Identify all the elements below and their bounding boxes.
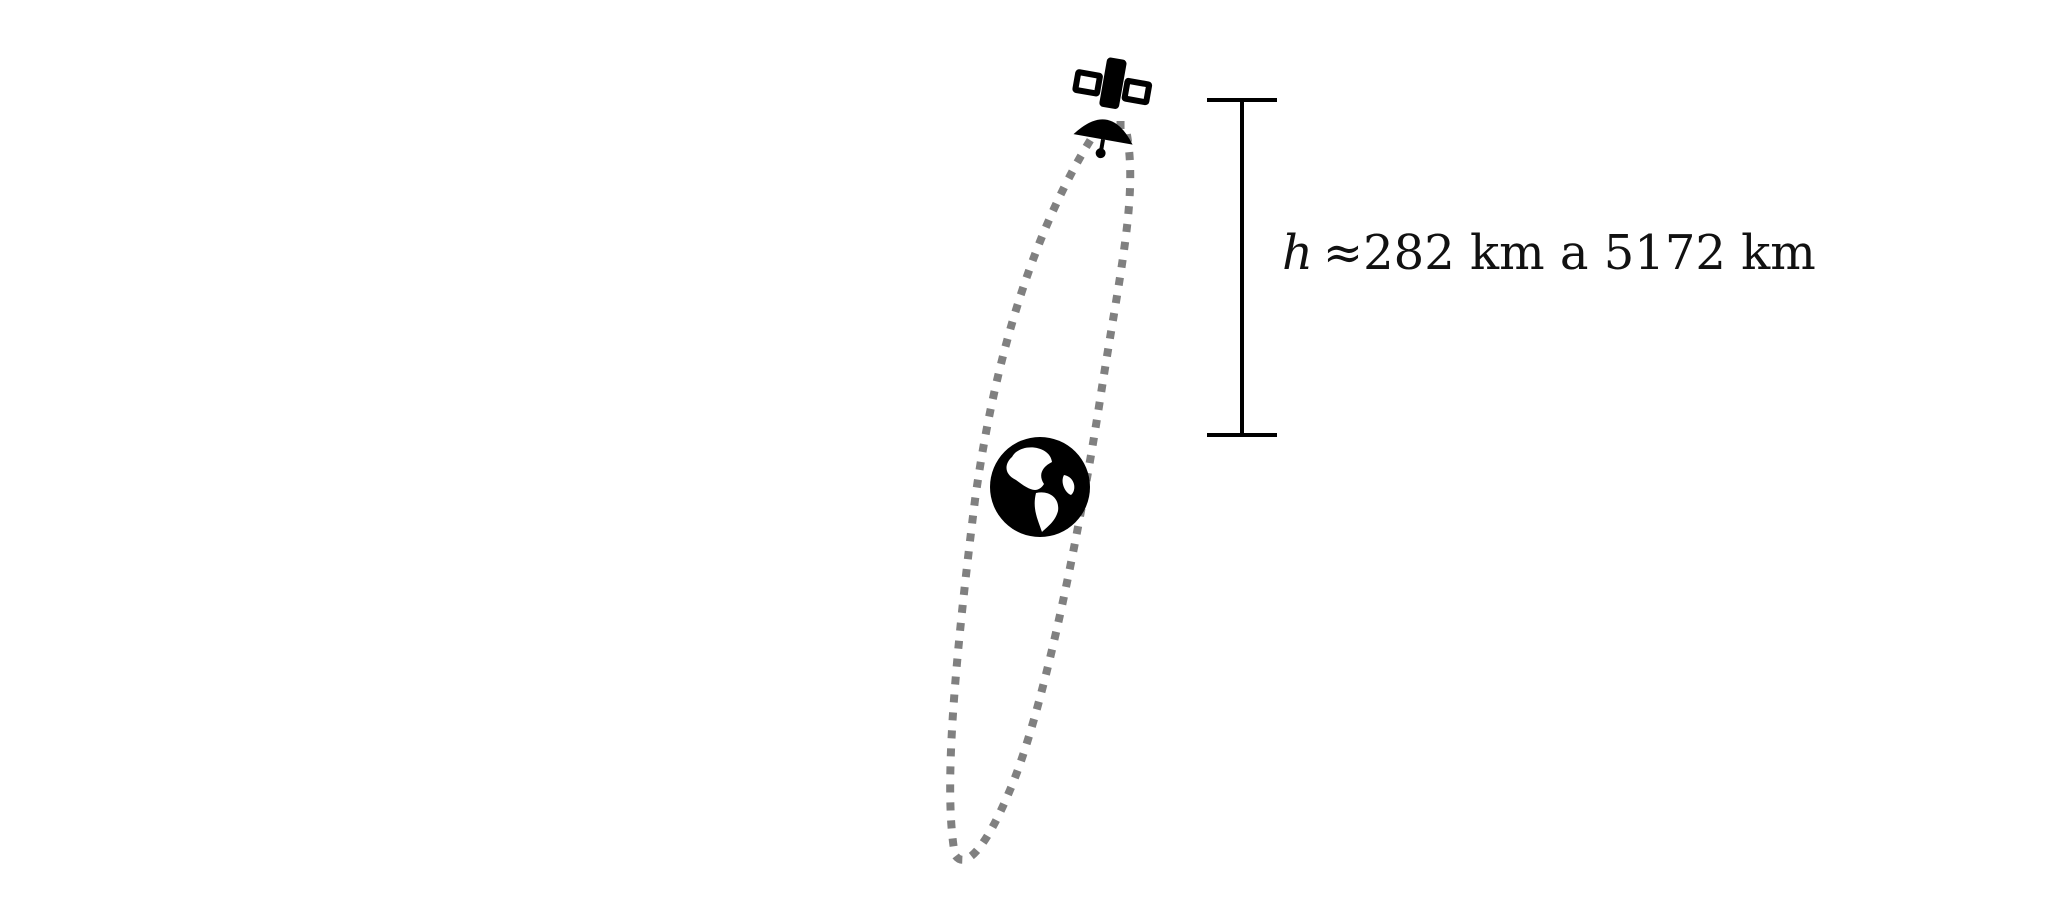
satellite-icon	[1072, 57, 1153, 159]
altitude-variable: h	[1282, 225, 1313, 281]
altitude-bracket	[1207, 98, 1277, 437]
altitude-range-text: ≈282 km a 5172 km	[1322, 225, 1816, 281]
orbit-path	[946, 121, 1135, 864]
globe-icon	[990, 437, 1090, 537]
altitude-label: h≈282 km a 5172 km	[1282, 225, 1816, 281]
